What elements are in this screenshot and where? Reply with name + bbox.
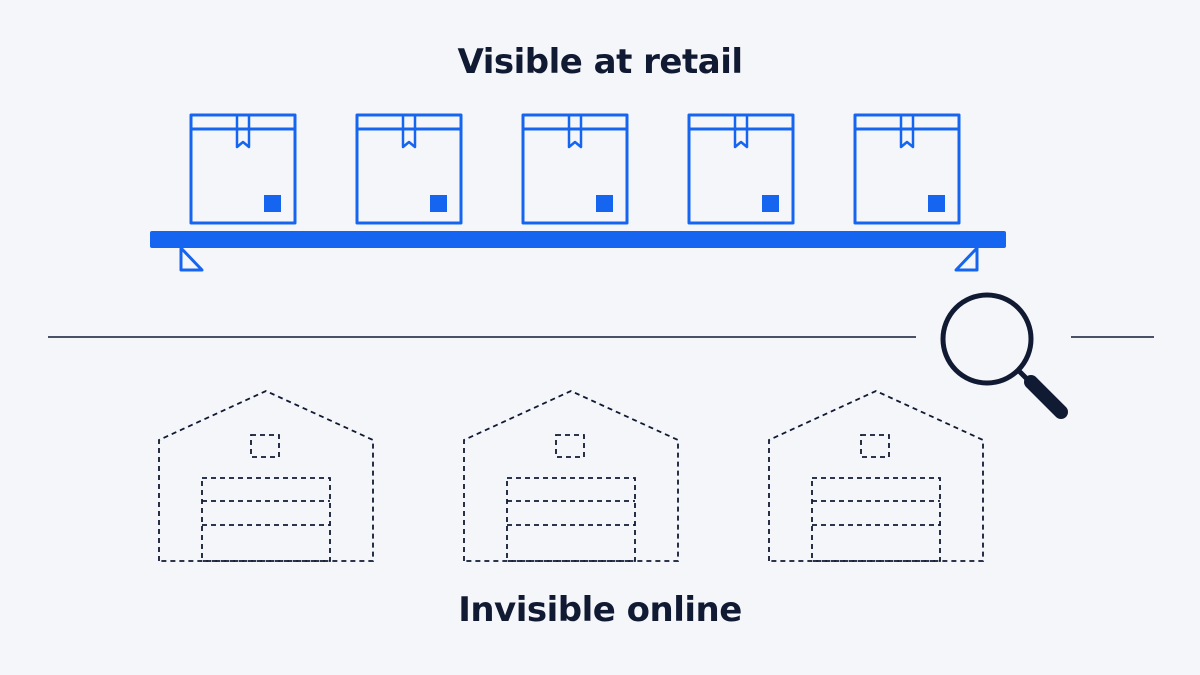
invisible-online-heading: Invisible online bbox=[458, 590, 742, 630]
package-box-icon bbox=[853, 113, 961, 225]
retail-shelf-icon bbox=[150, 231, 1006, 272]
package-box-icon bbox=[189, 113, 297, 225]
dashed-warehouse-icon bbox=[768, 390, 984, 562]
package-box-icon bbox=[355, 113, 463, 225]
package-box-icon bbox=[521, 113, 629, 225]
visible-at-retail-heading: Visible at retail bbox=[457, 42, 743, 82]
magnifying-glass-icon bbox=[940, 292, 1068, 419]
retail-boxes bbox=[189, 113, 961, 225]
package-box-icon bbox=[687, 113, 795, 225]
dashed-warehouse-icon bbox=[463, 390, 679, 562]
online-warehouses bbox=[158, 390, 984, 562]
dashed-warehouse-icon bbox=[158, 390, 374, 562]
